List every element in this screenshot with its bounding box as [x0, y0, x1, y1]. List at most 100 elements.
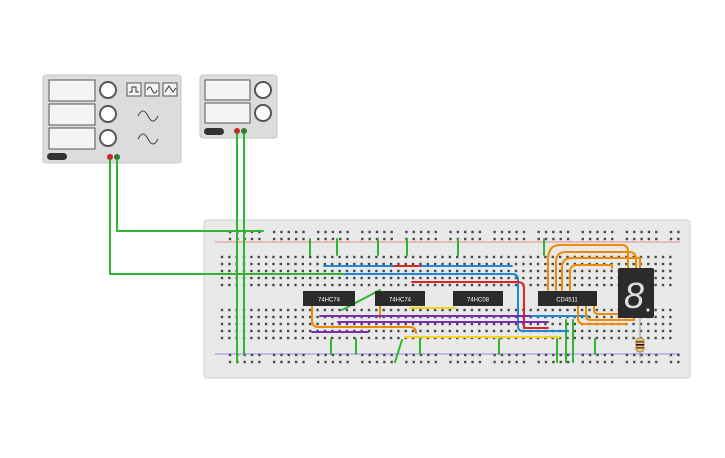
- breadboard-hole[interactable]: [654, 255, 657, 259]
- square-wave-button[interactable]: [126, 82, 142, 97]
- breadboard-hole[interactable]: [478, 276, 481, 280]
- breadboard-hole[interactable]: [324, 353, 327, 357]
- breadboard-hole[interactable]: [625, 237, 629, 241]
- breadboard-hole[interactable]: [588, 308, 591, 312]
- breadboard-hole[interactable]: [390, 360, 393, 364]
- breadboard-hole[interactable]: [317, 237, 320, 241]
- breadboard-hole[interactable]: [441, 322, 444, 326]
- breadboard-hole[interactable]: [367, 283, 371, 287]
- breadboard-hole[interactable]: [367, 262, 371, 266]
- breadboard-hole[interactable]: [449, 360, 452, 364]
- breadboard-hole[interactable]: [331, 269, 334, 273]
- breadboard-hole[interactable]: [500, 237, 504, 241]
- breadboard-hole[interactable]: [280, 237, 283, 241]
- breadboard-hole[interactable]: [338, 322, 341, 326]
- breadboard-hole[interactable]: [595, 276, 599, 280]
- breadboard-hole[interactable]: [426, 276, 429, 280]
- breadboard-hole[interactable]: [345, 308, 349, 312]
- breadboard-hole[interactable]: [633, 360, 636, 364]
- breadboard-hole[interactable]: [316, 276, 319, 280]
- breadboard-hole[interactable]: [500, 360, 504, 364]
- breadboard-hole[interactable]: [677, 230, 680, 234]
- breadboard-hole[interactable]: [544, 308, 547, 312]
- breadboard-hole[interactable]: [264, 329, 268, 333]
- breadboard-hole[interactable]: [419, 269, 422, 273]
- breadboard-hole[interactable]: [639, 329, 643, 333]
- breadboard-hole[interactable]: [573, 276, 576, 280]
- breadboard-hole[interactable]: [595, 315, 599, 319]
- breadboard-hole[interactable]: [544, 353, 548, 357]
- breadboard-hole[interactable]: [441, 329, 444, 333]
- breadboard-hole[interactable]: [389, 336, 393, 340]
- breadboard-hole[interactable]: [397, 255, 400, 259]
- breadboard-hole[interactable]: [361, 237, 364, 241]
- breadboard-hole[interactable]: [588, 230, 592, 234]
- breadboard-hole[interactable]: [279, 322, 282, 326]
- breadboard-hole[interactable]: [669, 237, 673, 241]
- breadboard-hole[interactable]: [595, 269, 599, 273]
- breadboard-hole[interactable]: [558, 262, 562, 266]
- breadboard-hole[interactable]: [323, 269, 327, 273]
- breadboard-hole[interactable]: [294, 237, 298, 241]
- breadboard-hole[interactable]: [661, 283, 665, 287]
- breadboard-hole[interactable]: [529, 276, 532, 280]
- breadboard-hole[interactable]: [331, 262, 334, 266]
- breadboard-hole[interactable]: [655, 360, 658, 364]
- breadboard-hole[interactable]: [272, 353, 276, 357]
- breadboard-hole[interactable]: [588, 276, 591, 280]
- fg-terminal-black[interactable]: [114, 154, 120, 160]
- breadboard-hole[interactable]: [257, 269, 260, 273]
- breadboard-hole[interactable]: [522, 255, 525, 259]
- breadboard-hole[interactable]: [441, 262, 444, 266]
- breadboard-hole[interactable]: [588, 237, 592, 241]
- breadboard-hole[interactable]: [331, 336, 334, 340]
- amplitude-knob[interactable]: [99, 105, 117, 123]
- breadboard-hole[interactable]: [346, 353, 349, 357]
- breadboard-hole[interactable]: [375, 308, 378, 312]
- breadboard-hole[interactable]: [456, 329, 459, 333]
- breadboard-hole[interactable]: [661, 269, 665, 273]
- breadboard-hole[interactable]: [500, 308, 503, 312]
- breadboard-hole[interactable]: [552, 230, 555, 234]
- breadboard-hole[interactable]: [257, 283, 260, 287]
- breadboard-hole[interactable]: [345, 283, 349, 287]
- breadboard-hole[interactable]: [338, 262, 341, 266]
- breadboard-hole[interactable]: [324, 230, 327, 234]
- breadboard-hole[interactable]: [654, 329, 657, 333]
- breadboard-hole[interactable]: [529, 262, 532, 266]
- breadboard-hole[interactable]: [272, 269, 275, 273]
- breadboard-hole[interactable]: [566, 255, 569, 259]
- breadboard-hole[interactable]: [611, 353, 614, 357]
- breadboard-hole[interactable]: [566, 360, 570, 364]
- breadboard-hole[interactable]: [536, 262, 540, 266]
- breadboard-hole[interactable]: [470, 262, 474, 266]
- breadboard-hole[interactable]: [375, 276, 378, 280]
- breadboard-hole[interactable]: [360, 269, 363, 273]
- chip-74hc74-1[interactable]: 74HC74: [303, 291, 355, 306]
- breadboard-hole[interactable]: [573, 283, 576, 287]
- breadboard-hole[interactable]: [669, 315, 672, 319]
- breadboard-hole[interactable]: [508, 353, 511, 357]
- breadboard-hole[interactable]: [581, 237, 584, 241]
- breadboard-hole[interactable]: [368, 353, 371, 357]
- breadboard-hole[interactable]: [404, 262, 407, 266]
- breadboard-hole[interactable]: [661, 262, 665, 266]
- breadboard-hole[interactable]: [434, 230, 437, 234]
- breadboard-hole[interactable]: [566, 230, 570, 234]
- breadboard-hole[interactable]: [529, 322, 532, 326]
- breadboard-hole[interactable]: [257, 308, 260, 312]
- breadboard-hole[interactable]: [500, 276, 503, 280]
- breadboard-hole[interactable]: [456, 262, 459, 266]
- wire-orange[interactable]: [561, 257, 641, 291]
- breadboard-hole[interactable]: [360, 255, 363, 259]
- breadboard-hole[interactable]: [478, 353, 482, 357]
- breadboard-hole[interactable]: [331, 360, 335, 364]
- breadboard-hole[interactable]: [419, 353, 423, 357]
- breadboard-hole[interactable]: [640, 237, 643, 241]
- breadboard-hole[interactable]: [558, 255, 562, 259]
- breadboard-hole[interactable]: [647, 237, 651, 241]
- breadboard-hole[interactable]: [625, 329, 628, 333]
- breadboard-hole[interactable]: [559, 360, 562, 364]
- breadboard-hole[interactable]: [294, 262, 297, 266]
- breadboard-hole[interactable]: [419, 322, 422, 326]
